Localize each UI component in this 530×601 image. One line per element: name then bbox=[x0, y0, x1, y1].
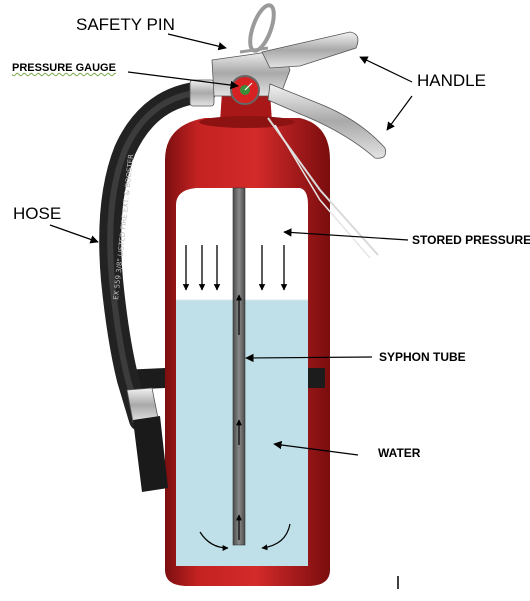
safety-pin-ring bbox=[248, 3, 276, 53]
swirl-arrow-left bbox=[199, 531, 229, 551]
pressure-arrows bbox=[182, 245, 288, 291]
label-safety-pin: SAFETY PIN bbox=[76, 15, 175, 34]
leader-hose bbox=[49, 224, 99, 244]
leader-safety-pin bbox=[167, 33, 227, 51]
label-water: WATER bbox=[378, 446, 421, 460]
hose-ferrule bbox=[126, 387, 159, 423]
leader-stored-pressure bbox=[283, 228, 409, 241]
leader-handle-lower bbox=[386, 95, 413, 131]
siphon-tube bbox=[232, 187, 246, 546]
leader-syphon-tube bbox=[245, 353, 373, 363]
handle-lever-lower bbox=[267, 83, 386, 159]
cylinder-neck bbox=[220, 92, 272, 122]
label-stored-pressure: STORED PRESSURE bbox=[412, 233, 530, 247]
swirl-arrow-right bbox=[261, 523, 291, 551]
leader-pressure-gauge bbox=[127, 71, 239, 90]
label-pressure-gauge: PRESSURE GAUGE bbox=[12, 62, 116, 74]
leader-water bbox=[273, 440, 359, 456]
leader-lines bbox=[49, 33, 413, 456]
label-handle: HANDLE bbox=[417, 71, 486, 90]
label-hose: HOSE bbox=[13, 204, 62, 223]
label-syphon-tube: SYPHON TUBE bbox=[379, 350, 466, 364]
leader-handle-upper bbox=[359, 56, 413, 83]
nozzle bbox=[133, 416, 168, 492]
handle-lever-upper bbox=[261, 31, 359, 69]
hose-fitting bbox=[189, 79, 215, 107]
